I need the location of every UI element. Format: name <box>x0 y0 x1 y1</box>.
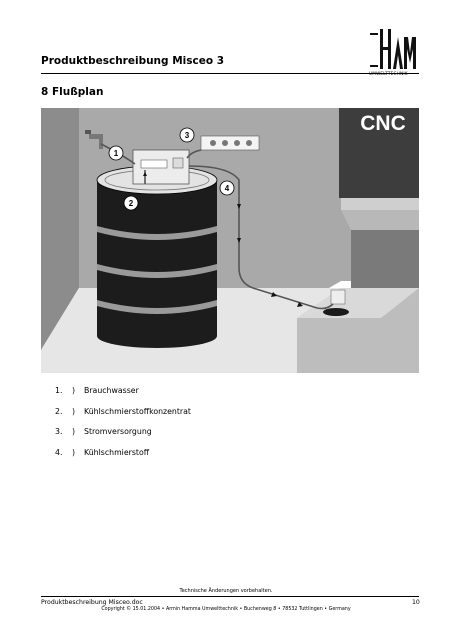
document-title: Produktbeschreibung Misceo 3 <box>41 55 225 67</box>
callout-4: 4 <box>219 180 235 196</box>
cnc-label: CNC <box>360 112 406 135</box>
footer-copyright: Copyright © 15.01.2004 • Armin Hamma Umw… <box>101 607 351 612</box>
callout-1: 1 <box>108 145 124 161</box>
legend-item: 3. ) Stromversorgung <box>55 427 152 437</box>
flow-diagram: CNC <box>41 108 419 373</box>
flow-arrows <box>143 172 303 307</box>
footer-filename: Produktbeschreibung Misceo.doc <box>41 599 143 606</box>
svg-text:3: 3 <box>185 131 190 140</box>
coolant-sump <box>323 308 349 316</box>
legend-item: 2. ) Kühlschmierstoffkonzentrat <box>55 406 191 416</box>
left-wall <box>41 108 79 350</box>
legend-item: 1. ) Brauchwasser <box>55 386 139 395</box>
header-rule <box>41 73 419 74</box>
coolant-line <box>188 165 334 310</box>
svg-text:2: 2 <box>129 199 134 208</box>
callout-2: 2 <box>123 195 139 211</box>
barrel <box>96 165 218 348</box>
page-number: 10 <box>412 599 420 606</box>
mixing-device <box>132 149 190 185</box>
section-heading: 8 Flußplan <box>41 86 104 98</box>
hamma-logo <box>368 27 420 73</box>
footer-note: Technische Änderungen vorbehalten. <box>179 588 273 594</box>
sump-pump <box>330 289 346 305</box>
legend-list: 1. ) Brauchwasser 2. ) Kühlschmierstoffk… <box>55 386 305 469</box>
callout-3: 3 <box>179 127 195 143</box>
legend-item: 4. ) Kühlschmierstoff <box>55 448 150 458</box>
power-socket-strip <box>200 135 260 151</box>
power-line <box>186 149 202 159</box>
svg-text:1: 1 <box>114 149 119 158</box>
svg-text:4: 4 <box>225 184 230 193</box>
footer-rule <box>41 596 419 597</box>
